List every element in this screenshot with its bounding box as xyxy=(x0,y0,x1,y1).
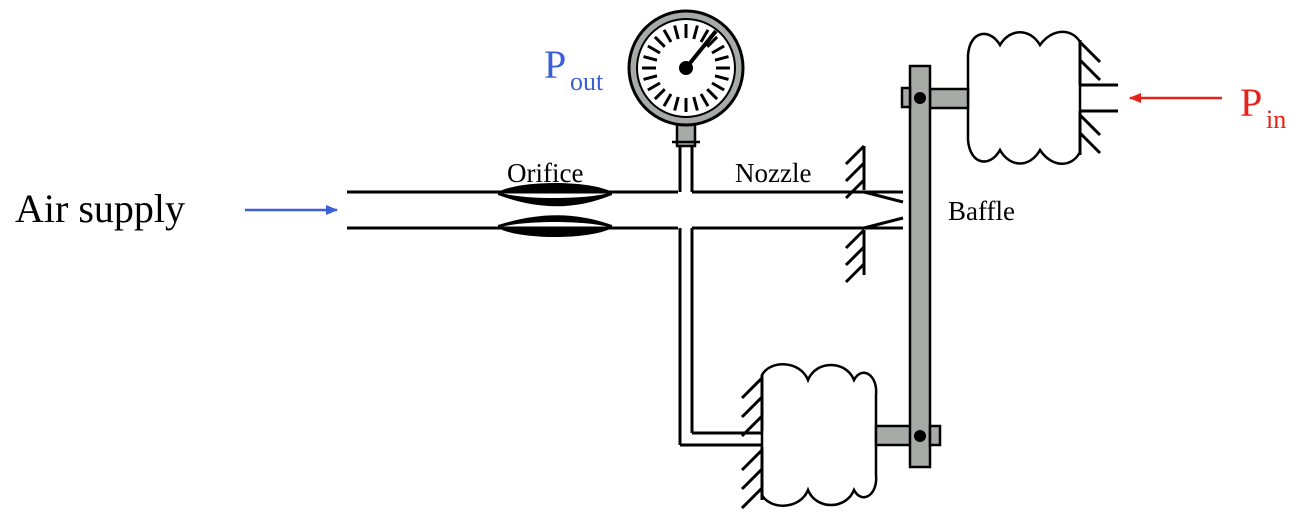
gauge-tick xyxy=(711,81,725,92)
gauge-tick xyxy=(662,93,673,107)
lower-bellows-rod xyxy=(874,424,916,447)
gauge-branch-tube xyxy=(678,145,694,192)
p-out-sub: out xyxy=(570,67,604,96)
supply-tube xyxy=(347,190,903,230)
p-out-main: P xyxy=(544,42,566,87)
upper-bellows-wall-hatch xyxy=(1078,40,1102,155)
bellows-icon xyxy=(966,30,1082,165)
gauge-tick xyxy=(692,96,699,111)
baffle-bar xyxy=(900,64,942,469)
feedback-tube xyxy=(678,228,763,447)
pivot-pin-icon xyxy=(914,430,926,442)
gauge-tick xyxy=(711,44,725,55)
gauge-tick xyxy=(662,29,673,43)
gauge-needle xyxy=(684,29,718,70)
pressure-gauge-icon xyxy=(627,9,745,148)
gauge-tick xyxy=(714,55,729,62)
gauge-tick xyxy=(647,44,661,55)
gauge-tick xyxy=(692,25,699,40)
gauge-tick xyxy=(653,88,666,101)
gauge-tick xyxy=(706,88,719,101)
p-in-label: P in xyxy=(1240,80,1286,134)
p-in-main: P xyxy=(1240,80,1262,125)
gauge-ticks xyxy=(642,24,730,112)
baffle-label: Baffle xyxy=(948,196,1015,226)
gauge-tick xyxy=(653,35,666,48)
gauge-tick xyxy=(673,25,680,40)
orifice-label: Orifice xyxy=(507,158,583,188)
gauge-tick xyxy=(706,35,719,48)
lower-bellows-wall-hatch xyxy=(740,375,764,510)
gauge-tick xyxy=(699,29,710,43)
nozzle-label: Nozzle xyxy=(735,158,811,188)
upper-bellows xyxy=(928,30,1118,165)
p-in-sub: in xyxy=(1266,105,1286,134)
lower-bellows xyxy=(740,363,916,510)
gauge-tick xyxy=(714,74,729,81)
gauge-tick xyxy=(673,96,680,111)
upper-bellows-rod xyxy=(928,87,970,110)
gauge-tick xyxy=(699,93,710,107)
nozzle-tip xyxy=(862,190,904,230)
gauge-tick xyxy=(643,55,658,62)
gauge-tick xyxy=(647,81,661,92)
nozzle-wall-hatch xyxy=(844,144,866,284)
orifice-restriction xyxy=(498,183,612,237)
pivot-pin-icon xyxy=(914,92,926,104)
air-supply-label: Air supply xyxy=(15,186,185,231)
gauge-tick xyxy=(643,74,658,81)
p-out-label: P out xyxy=(544,42,604,96)
bellows-icon xyxy=(760,363,878,507)
